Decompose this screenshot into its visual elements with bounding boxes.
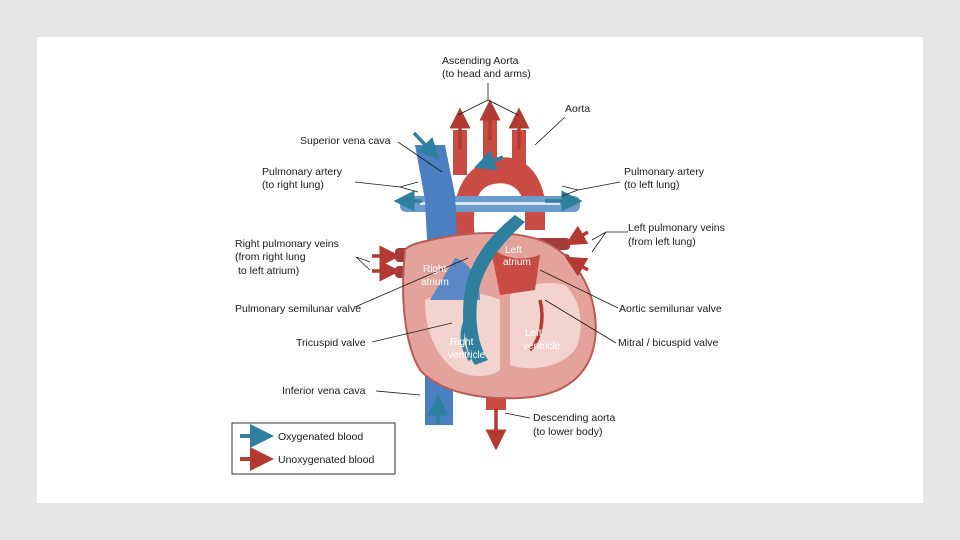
label-pulmonary-artery-right: Pulmonary artery xyxy=(262,166,343,178)
label-aorta: Aorta xyxy=(565,103,590,115)
label-mitral-valve: Mitral / bicuspid valve xyxy=(618,337,719,349)
chamber-right-ventricle-2: ventricle xyxy=(448,350,486,361)
legend-unoxygenated-label: Unoxygenated blood xyxy=(278,454,374,466)
label-pulmonary-semilunar-valve: Pulmonary semilunar valve xyxy=(235,303,361,315)
chamber-left-ventricle-2: ventricle xyxy=(523,341,561,352)
label-pulmonary-artery-left: Pulmonary artery xyxy=(624,166,705,178)
heart-body xyxy=(402,232,597,400)
label-descending-aorta-sub: (to lower body) xyxy=(533,426,602,438)
label-right-pulmonary-veins-sub1: (from right lung xyxy=(235,251,306,263)
label-ascending-aorta: Ascending Aorta xyxy=(442,55,519,67)
label-descending-aorta: Descending aorta xyxy=(533,412,615,424)
label-inferior-vena-cava: Inferior vena cava xyxy=(282,385,366,397)
chamber-left-ventricle: Left xyxy=(525,328,542,339)
chamber-left-atrium-2: atrium xyxy=(503,257,531,268)
label-left-pulmonary-veins-sub: (from left lung) xyxy=(628,236,696,248)
label-tricuspid-valve: Tricuspid valve xyxy=(296,337,366,349)
chamber-right-atrium: Right xyxy=(423,264,447,275)
label-pulmonary-artery-right-sub: (to right lung) xyxy=(262,179,324,191)
chamber-right-ventricle: Right xyxy=(450,337,474,348)
red-arrows xyxy=(372,99,589,451)
label-ascending-aorta-sub: (to head and arms) xyxy=(442,68,531,80)
legend-oxygenated-label: Oxygenated blood xyxy=(278,431,363,443)
label-left-pulmonary-veins: Left pulmonary veins xyxy=(628,222,725,234)
chamber-left-atrium: Left xyxy=(505,245,522,256)
legend: Oxygenated blood Unoxygenated blood xyxy=(231,422,396,475)
aorta-shape xyxy=(453,120,545,410)
chamber-right-atrium-2: atrium xyxy=(421,277,449,288)
internal-blue-flow xyxy=(463,215,525,365)
external-labels: Ascending Aorta (to head and arms) Aorta… xyxy=(235,55,725,438)
leader-lines xyxy=(354,83,628,419)
label-aortic-semilunar-valve: Aortic semilunar valve xyxy=(619,303,722,315)
label-right-pulmonary-veins: Right pulmonary veins xyxy=(235,238,339,250)
label-superior-vena-cava: Superior vena cava xyxy=(300,135,391,147)
chamber-labels: Left atrium Right atrium Right ventricle… xyxy=(421,245,561,361)
blue-arrows xyxy=(393,131,583,425)
label-pulmonary-artery-left-sub: (to left lung) xyxy=(624,179,679,191)
label-right-pulmonary-veins-sub2: to left atrium) xyxy=(238,265,299,277)
